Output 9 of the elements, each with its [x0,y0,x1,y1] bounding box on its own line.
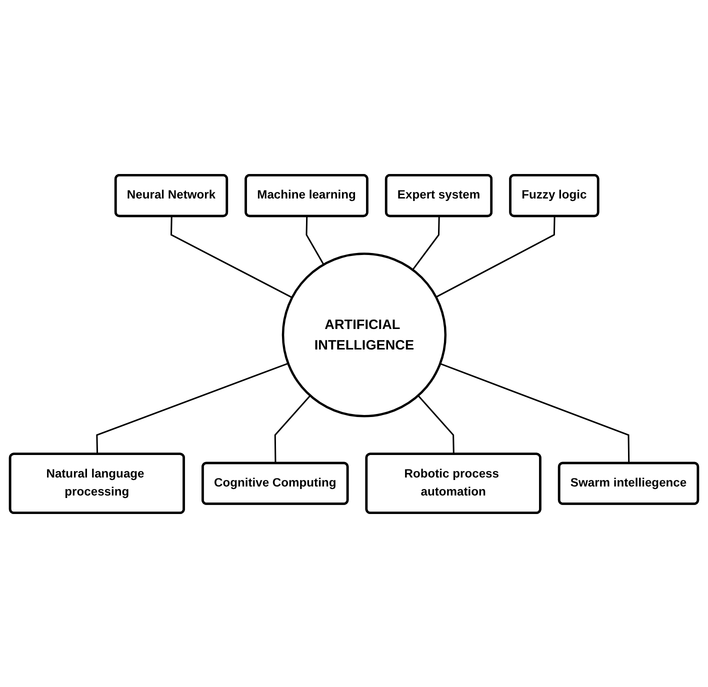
connector [274,394,311,463]
connector [418,394,454,454]
connector [306,216,324,264]
connector [170,216,292,298]
connector [96,362,288,454]
connector [440,362,630,463]
connector [436,216,556,298]
node-circle: ARTIFICIAL INTELLIGENCE [282,252,447,417]
connector [412,216,440,270]
